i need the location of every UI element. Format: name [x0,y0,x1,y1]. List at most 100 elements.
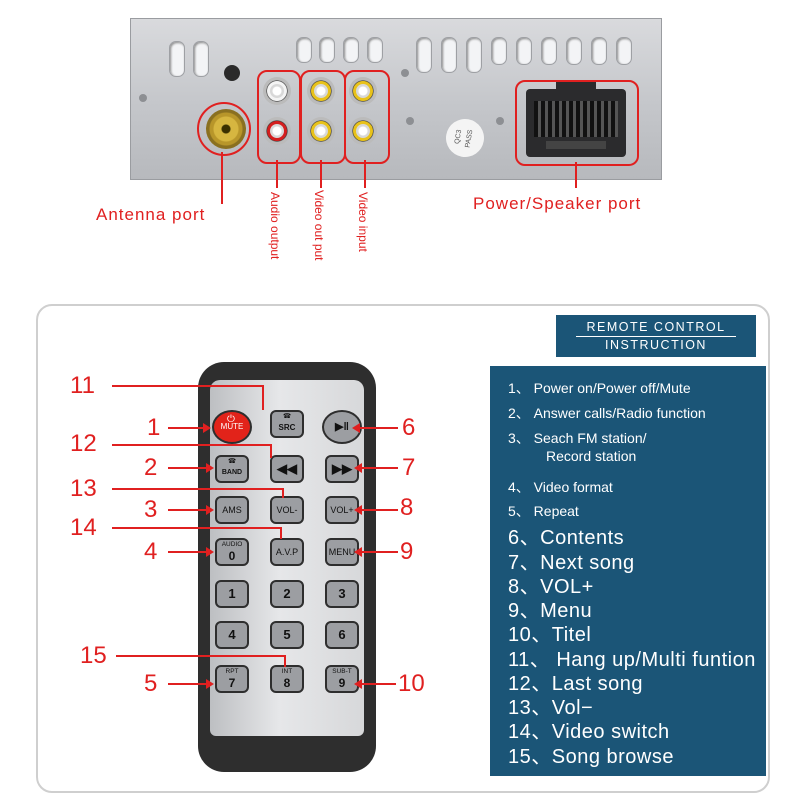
key-digit: 0 [228,549,236,563]
audio-output-jack-right [263,117,291,145]
callout-number: 11 [70,372,95,399]
callout-line [112,527,280,529]
vol-minus-button[interactable]: VOL- [270,496,304,524]
audio-output-jack-left [263,77,291,105]
callout-arrow [354,547,362,557]
instruction-item: 14、Video switch [508,721,670,743]
key-2-button[interactable]: 2 [270,580,304,608]
audio-output-highlight [257,70,301,164]
callout-number: 13 [70,475,97,502]
band-button[interactable]: ☎ BAND [215,455,249,483]
callout-line [168,467,206,469]
callout-number: 4 [144,538,158,565]
leader-line [276,160,278,188]
callout-line [362,467,398,469]
src-button[interactable]: ☎ SRC [270,410,304,438]
power-button-label: MUTE [220,422,244,431]
qc-pass-sticker: QC3 PASS [442,115,488,161]
key-digit: 1 [228,586,236,601]
instruction-item: 1、 Power on/Power off/Mute [508,380,691,396]
vent-slot [319,37,335,63]
menu-label: MENU [328,547,356,557]
key-6-button[interactable]: 6 [325,621,359,649]
header-line-2: INSTRUCTION [605,338,707,352]
key-1-button[interactable]: 1 [215,580,249,608]
audio-0-button[interactable]: AUDIO 0 [215,538,249,566]
rpt-7-button[interactable]: RPT 7 [215,665,249,693]
callout-number: 8 [400,494,414,521]
vent-slot [441,37,457,73]
ams-button[interactable]: AMS [215,496,249,524]
band-label: BAND [221,469,243,476]
leader-line [364,160,366,188]
instruction-item: 3、 Seach FM station/ [508,430,647,446]
antenna-highlight [197,102,251,156]
vent-slot [541,37,557,65]
power-mute-button[interactable]: ⏻ MUTE [212,410,252,444]
sticker-text: PASS [464,129,475,149]
next-track-icon: ▶▶ [332,461,352,476]
audio-label: AUDIO [221,541,243,548]
key-3-button[interactable]: 3 [325,580,359,608]
ams-label: AMS [222,505,242,515]
last-song-button[interactable]: ◀◀ [270,455,304,483]
callout-line [282,488,284,498]
header-divider [576,336,736,337]
callout-line [168,427,204,429]
callout-number: 1 [147,414,161,441]
leader-line [320,160,322,188]
src-label: SRC [278,423,296,432]
power-speaker-port-label: Power/Speaker port [473,194,642,213]
callout-number: 6 [402,414,416,441]
key-digit: 7 [228,676,236,690]
callout-line [112,385,262,387]
video-out-jack-1 [307,77,335,105]
sticker-text: QC3 [453,129,464,145]
rpt-label: RPT [225,668,239,675]
callout-number: 9 [400,538,414,565]
key-5-button[interactable]: 5 [270,621,304,649]
callout-arrow [206,505,214,515]
callout-line [280,527,282,539]
int-8-button[interactable]: INT 8 [270,665,304,693]
instruction-item: 11、 Hang up/Multi funtion [508,649,756,671]
instruction-item: 4、 Video format [508,479,613,495]
instruction-item: 6、Contents [508,527,625,549]
phone-answer-icon: ☎ [227,458,237,465]
video-out-highlight [300,70,346,164]
callout-line [112,488,282,490]
vent-slot [343,37,359,63]
callout-arrow [206,463,214,473]
callout-line [362,683,396,685]
avp-button[interactable]: A.V.P [270,538,304,566]
vent-slot [591,37,607,65]
callout-number: 10 [398,670,425,697]
callout-number: 14 [70,514,97,541]
vent-slot [616,37,632,65]
subt-label: SUB-T [332,668,352,675]
instruction-item: 8、VOL+ [508,576,594,598]
screw [401,69,409,77]
mounting-hole [224,65,240,81]
callout-arrow [354,463,362,473]
key-4-button[interactable]: 4 [215,621,249,649]
instruction-item: Record station [546,448,637,464]
instruction-item: 2、 Answer calls/Radio function [508,405,706,421]
video-out-put-label: Video out put [312,190,326,261]
callout-line [362,551,398,553]
vent-slot [296,37,312,63]
callout-line [360,427,398,429]
callout-line [262,385,264,410]
power-port-highlight [515,80,639,166]
phone-hangup-icon: ☎ [282,413,292,420]
instruction-list: 1、 Power on/Power off/Mute 2、 Answer cal… [490,366,766,776]
power-icon: ⏻ [227,414,235,425]
callout-arrow [206,547,214,557]
callout-line [284,655,286,667]
key-digit: 6 [338,627,346,642]
vent-slot [169,41,185,77]
vol-plus-label: VOL+ [330,505,354,515]
key-digit: 3 [338,586,346,601]
vent-slot [516,37,532,65]
callout-number: 7 [402,454,416,481]
